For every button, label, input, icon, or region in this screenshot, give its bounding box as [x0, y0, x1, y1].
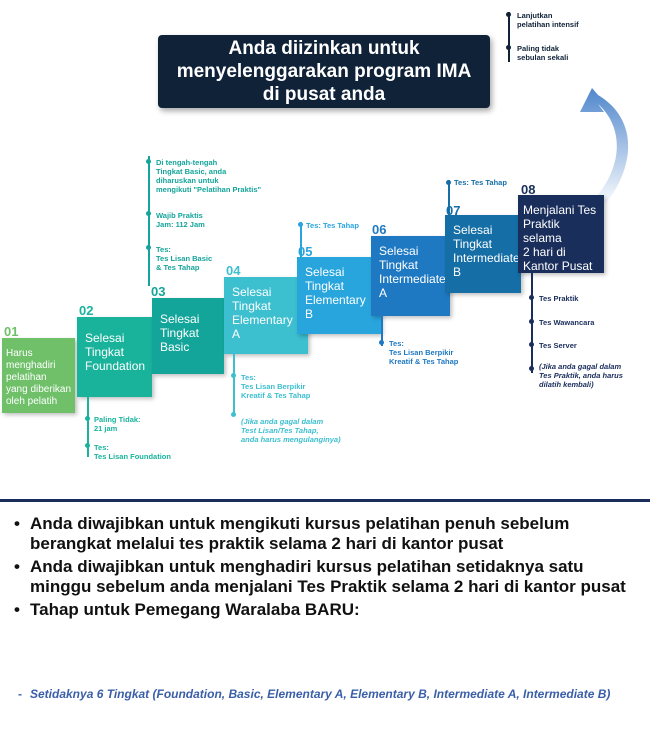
list-item: •Anda diwajibkan untuk menghadiri kursus…: [14, 557, 626, 596]
sub-bullet: -Setidaknya 6 Tingkat (Foundation, Basic…: [18, 687, 611, 701]
list-item: •Anda diwajibkan untuk mengikuti kursus …: [14, 514, 570, 553]
bullet-dot: [446, 180, 451, 185]
bullet-dot: [529, 319, 534, 324]
note-monthly: Paling tidak sebulan sekali: [517, 44, 569, 62]
bullet-dot: [146, 159, 151, 164]
bullet-dot: [529, 366, 534, 371]
step-number: 06: [372, 222, 387, 237]
bullet-dot: [146, 211, 151, 216]
note-practice-hours: Wajib Praktis Jam: 112 Jam: [156, 211, 205, 229]
note-test: Tes: Tes Lisan Berpikir Kreatif & Tes Ta…: [241, 373, 311, 400]
bullet-dot: [146, 245, 151, 250]
bullet-dot: [85, 443, 90, 448]
step-08: Menjalani Tes Praktik selama 2 hari di K…: [518, 195, 604, 273]
note-test: Tes: Tes Lisan Berpikir Kreatif & Tes Ta…: [389, 339, 459, 366]
step-02: Selesai Tingkat Foundation: [77, 317, 152, 397]
step-number: 08: [521, 182, 536, 197]
note-practical-training: Di tengah-tengah Tingkat Basic, anda dih…: [156, 158, 262, 194]
title-text: Anda diizinkan untuk menyelenggarakan pr…: [176, 38, 472, 105]
step-01: Harus menghadiri pelatihan yang diberika…: [2, 338, 75, 413]
connector-line: [87, 397, 89, 457]
connector-line: [381, 316, 383, 346]
bullet-dot: [506, 12, 511, 17]
note-practical-test: Tes Praktik: [539, 294, 579, 303]
bullet-dot: [529, 295, 534, 300]
step-03: Selesai Tingkat Basic: [152, 298, 224, 374]
step-number: 07: [446, 203, 461, 218]
step-07: Selesai Tingkat Intermediate B: [445, 215, 521, 293]
step-number: 04: [226, 263, 241, 278]
connector-line: [508, 12, 510, 62]
bullet-dot: [298, 222, 303, 227]
connector-line: [448, 180, 450, 215]
note-test: Tes: Tes Lisan Foundation: [94, 443, 171, 461]
bullet-dot: [379, 340, 384, 345]
note-server-test: Tes Server: [539, 341, 577, 350]
section-divider: [0, 499, 650, 502]
step-05: Selesai Tingkat Elementary B: [297, 257, 381, 334]
note-test: Tes: Tes Tahap: [454, 178, 507, 187]
step-06: Selesai Tingkat Intermediate A: [371, 236, 450, 316]
bullet-dot: [85, 416, 90, 421]
bullet-dot: [231, 373, 236, 378]
note-test: Tes: Tes Lisan Basic & Tes Tahap: [156, 245, 213, 272]
bullet-dot: [529, 342, 534, 347]
requirements-list: •Anda diwajibkan untuk mengikuti kursus …: [14, 514, 644, 623]
bullet-dot: [231, 412, 236, 417]
step-number: 01: [4, 324, 19, 339]
step-number: 05: [298, 244, 313, 259]
connector-line: [233, 354, 235, 414]
title-box: Anda diizinkan untuk menyelenggarakan pr…: [158, 35, 490, 108]
step-number: 02: [79, 303, 94, 318]
connector-line: [300, 222, 302, 257]
step-04: Selesai Tingkat Elementary A: [224, 277, 308, 354]
note-retrain: (Jika anda gagal dalam Tes Praktik, anda…: [539, 362, 623, 389]
connector-line: [148, 156, 150, 286]
note-interview-test: Tes Wawancara: [539, 318, 595, 327]
note-test: Tes: Tes Tahap: [306, 221, 359, 230]
note-min-hours: Paling Tidak: 21 jam: [94, 415, 141, 433]
step-number: 03: [151, 284, 166, 299]
note-retake: (Jika anda gagal dalam Test Lisan/Tes Ta…: [241, 417, 341, 444]
bullet-dot: [506, 45, 511, 50]
note-intensive: Lanjutkan pelatihan intensif: [517, 11, 579, 29]
list-item: •Tahap untuk Pemegang Waralaba BARU:: [14, 600, 360, 619]
